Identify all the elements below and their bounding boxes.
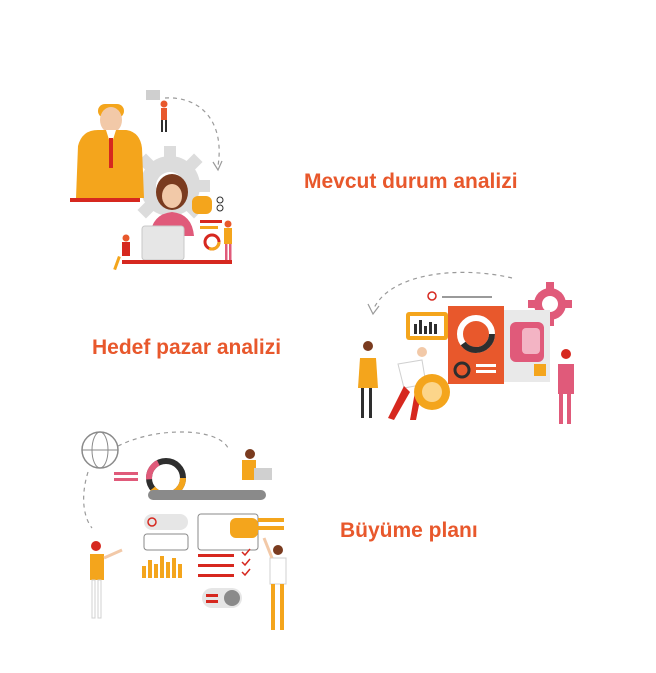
growth-planning-illustration bbox=[78, 428, 290, 638]
step-label-target-market-analysis: Hedef pazar analizi bbox=[92, 336, 282, 359]
market-dashboard-illustration bbox=[352, 268, 584, 434]
step-label-current-analysis: Mevcut durum analizi bbox=[304, 170, 518, 193]
business-team-gear-illustration bbox=[60, 86, 250, 281]
step-label-growth-plan: Büyüme planı bbox=[340, 519, 478, 542]
